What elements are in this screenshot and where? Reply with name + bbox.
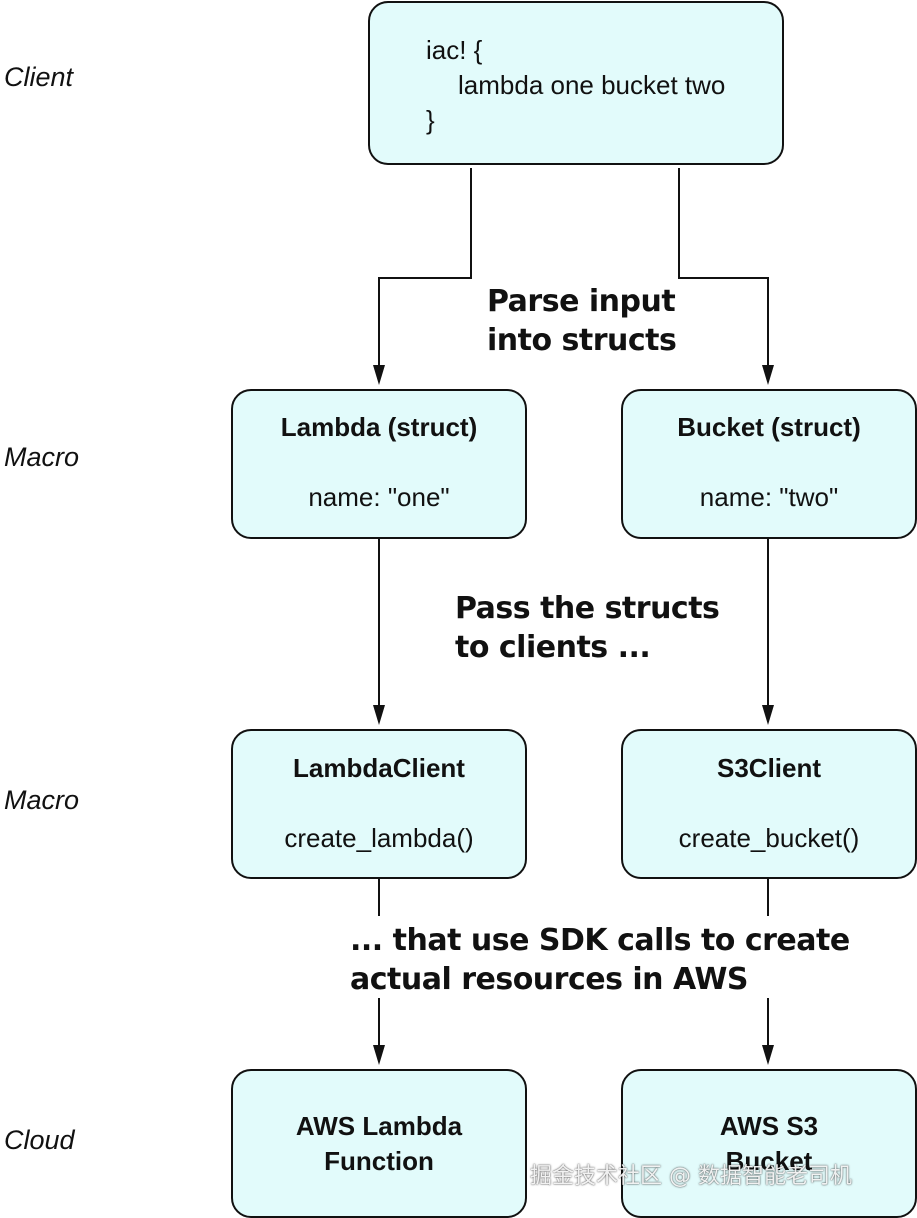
s3-client-call: create_bucket() [678,823,860,853]
aws-s3-line2: Bucket [725,1146,813,1176]
arrow-client-to-bucket-struct [678,168,769,372]
aws-s3-line1: AWS S3 [719,1111,819,1141]
code-line-close: } [426,105,435,135]
lambda-client-title: LambdaClient [293,753,465,783]
arrowhead-lambda-client [373,705,385,725]
aws-lambda-line2: Function [324,1146,434,1176]
bucket-struct-box: Bucket (struct) name: "two" [621,389,917,539]
arrow-client-to-lambda-struct [378,168,472,372]
s3-client-title: S3Client [716,753,822,783]
lambda-client-box: LambdaClient create_lambda() [231,729,527,879]
lane-label-client: Client [4,62,74,92]
aws-s3-box: AWS S3 Bucket [621,1069,917,1218]
client-code-box: iac! { lambda one bucket two } [368,1,784,165]
code-line-macro-open: iac! { [426,35,483,65]
lane-label-cloud: Cloud [4,1125,75,1155]
arrowhead-bucket-struct [762,365,774,385]
note-parse-line1: Parse input [487,284,676,319]
note-pass-line1: Pass the structs [455,591,720,626]
note-parse: Parse input into structs [487,282,677,360]
lambda-client-call: create_lambda() [284,823,474,853]
note-sdk: ... that use SDK calls to create actual … [350,921,850,999]
note-pass: Pass the structs to clients ... [455,589,720,667]
arrowhead-aws-s3 [762,1045,774,1065]
s3-client-box: S3Client create_bucket() [621,729,917,879]
arrowhead-s3-client [762,705,774,725]
watermark-text: 掘金技术社区 @ 数据智能老司机 [530,1164,852,1189]
aws-lambda-line1: AWS Lambda [295,1111,463,1141]
lane-label-macro-structs: Macro [4,442,80,472]
arrowhead-aws-lambda [373,1045,385,1065]
aws-lambda-box: AWS Lambda Function [231,1069,527,1218]
lane-label-macro-clients: Macro [4,785,80,815]
lambda-struct-box: Lambda (struct) name: "one" [231,389,527,539]
note-parse-line2: into structs [487,323,677,358]
code-line-args: lambda one bucket two [458,70,726,100]
lambda-struct-field: name: "one" [308,482,450,512]
bucket-struct-field: name: "two" [699,482,839,512]
lambda-struct-title: Lambda (struct) [280,412,478,442]
note-sdk-line1: ... that use SDK calls to create [350,923,850,958]
note-sdk-line2: actual resources in AWS [350,962,749,997]
arrowhead-lambda-struct [373,365,385,385]
bucket-struct-title: Bucket (struct) [677,412,861,442]
note-pass-line2: to clients ... [455,630,651,665]
